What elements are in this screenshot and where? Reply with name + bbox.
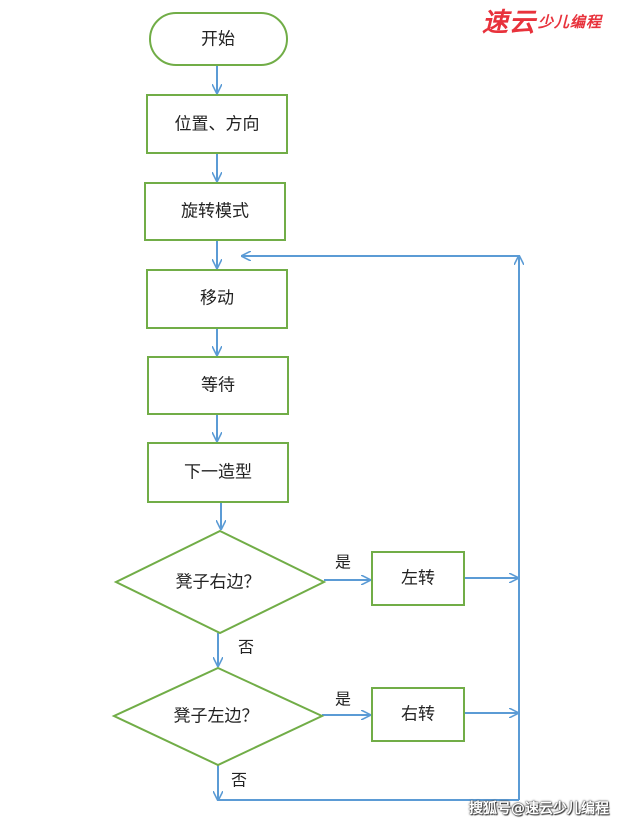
turn-right-label: 右转 — [401, 705, 435, 725]
move-label: 移动 — [200, 289, 234, 309]
yes-label-1: 是 — [335, 553, 351, 572]
yes-label-2: 是 — [335, 690, 351, 709]
no-label-2: 否 — [231, 771, 247, 790]
start-node — [149, 12, 288, 66]
turn-right-box — [371, 687, 465, 742]
logo: 速云少儿编程 — [482, 2, 602, 39]
stool-left-decision — [111, 666, 325, 767]
next-costume-box — [147, 442, 289, 503]
connectors — [217, 66, 519, 801]
stool-right-label: 凳子右边？ — [176, 573, 261, 593]
logo-small-text: 少儿编程 — [538, 13, 603, 31]
turn-left-box — [371, 551, 465, 606]
no-label-1: 否 — [238, 638, 254, 657]
stool-left-label: 凳子左边？ — [174, 707, 259, 727]
stool-right-decision — [113, 529, 327, 635]
rotation-label: 旋转模式 — [181, 202, 249, 222]
rotation-box — [144, 182, 286, 241]
position-label: 位置、方向 — [175, 115, 260, 135]
wait-label: 等待 — [201, 376, 235, 396]
start-label: 开始 — [201, 30, 235, 50]
logo-main-text: 速云 — [482, 8, 537, 38]
turn-left-label: 左转 — [401, 569, 435, 589]
move-box — [146, 269, 288, 329]
next-costume-label: 下一造型 — [184, 463, 252, 483]
watermark: 搜狐号@速云少儿编程 — [469, 801, 609, 817]
position-box — [146, 94, 288, 154]
nodes — [111, 12, 465, 767]
wait-box — [147, 356, 289, 415]
